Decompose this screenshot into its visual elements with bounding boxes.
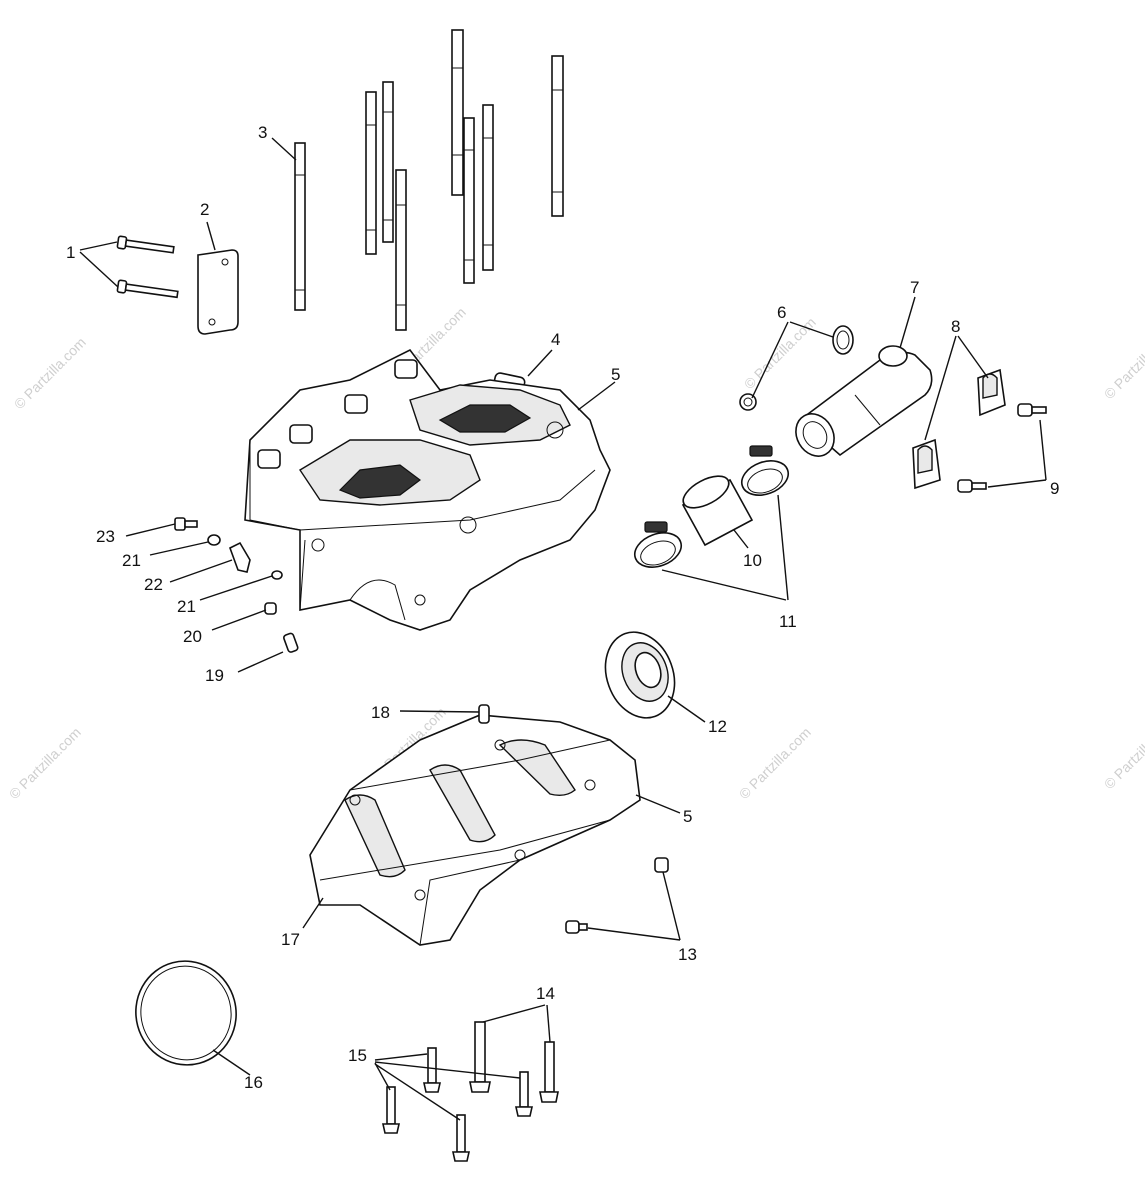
callout-5-lower: 5 xyxy=(683,807,692,826)
watermark-7: © Partzilla.com xyxy=(736,724,814,802)
watermark-5: © Partzilla.com xyxy=(6,724,84,802)
callout-8: 8 xyxy=(951,317,960,336)
part-7-elbow-hose xyxy=(795,296,933,457)
watermark-1: © Partzilla.com xyxy=(11,334,89,412)
callout-4: 4 xyxy=(551,330,560,349)
part-5-upper-crankcase xyxy=(244,348,616,631)
part-15-bolts xyxy=(374,1047,533,1162)
callout-14: 14 xyxy=(536,984,555,1003)
callout-20: 20 xyxy=(183,627,202,646)
part-12-seal xyxy=(604,631,706,723)
part-6-rings xyxy=(739,321,854,411)
part-10-sleeve xyxy=(681,475,754,549)
callout-16: 16 xyxy=(244,1073,263,1092)
part-18-pin xyxy=(399,704,490,724)
part-17-fitting xyxy=(302,897,324,929)
callout-22: 22 xyxy=(144,575,163,594)
callout-19: 19 xyxy=(205,666,224,685)
part-16-ring xyxy=(135,960,251,1076)
callout-12: 12 xyxy=(708,717,727,736)
callout-11: 11 xyxy=(779,612,797,631)
part-3-studs xyxy=(271,29,564,331)
part-8-brackets xyxy=(912,335,1006,490)
part-14-long-bolts xyxy=(469,1004,559,1103)
callout-21-lower: 21 xyxy=(177,597,196,616)
callout-17: 17 xyxy=(281,930,300,949)
watermark-8: © Partzilla.com xyxy=(1101,714,1145,792)
watermark-3: © Partzilla.com xyxy=(741,314,819,392)
part-2-cover-plate xyxy=(197,221,239,335)
callout-10: 10 xyxy=(743,551,762,570)
callout-labels: 1 2 3 4 5 5 6 7 8 9 10 11 12 13 14 15 16… xyxy=(66,123,1059,1092)
part-5-lower-crankcase xyxy=(309,714,681,946)
callout-6: 6 xyxy=(777,303,786,322)
callout-18: 18 xyxy=(371,703,390,722)
part-9-screws xyxy=(957,403,1047,493)
part-11-clamps xyxy=(633,445,790,601)
part-13-plugs xyxy=(565,857,681,941)
callout-13: 13 xyxy=(678,945,697,964)
callout-1: 1 xyxy=(66,243,75,262)
callout-2: 2 xyxy=(200,200,209,219)
callout-3: 3 xyxy=(258,123,267,142)
part-1-bolts xyxy=(79,235,179,299)
callout-9: 9 xyxy=(1050,479,1059,498)
callout-15: 15 xyxy=(348,1046,367,1065)
callout-7: 7 xyxy=(910,278,919,297)
watermark-4: © Partzilla.com xyxy=(1101,324,1145,402)
callout-5-upper: 5 xyxy=(611,365,620,384)
callout-21-upper: 21 xyxy=(122,551,141,570)
parts-19-23-small-fittings xyxy=(125,517,299,673)
callout-23: 23 xyxy=(96,527,115,546)
